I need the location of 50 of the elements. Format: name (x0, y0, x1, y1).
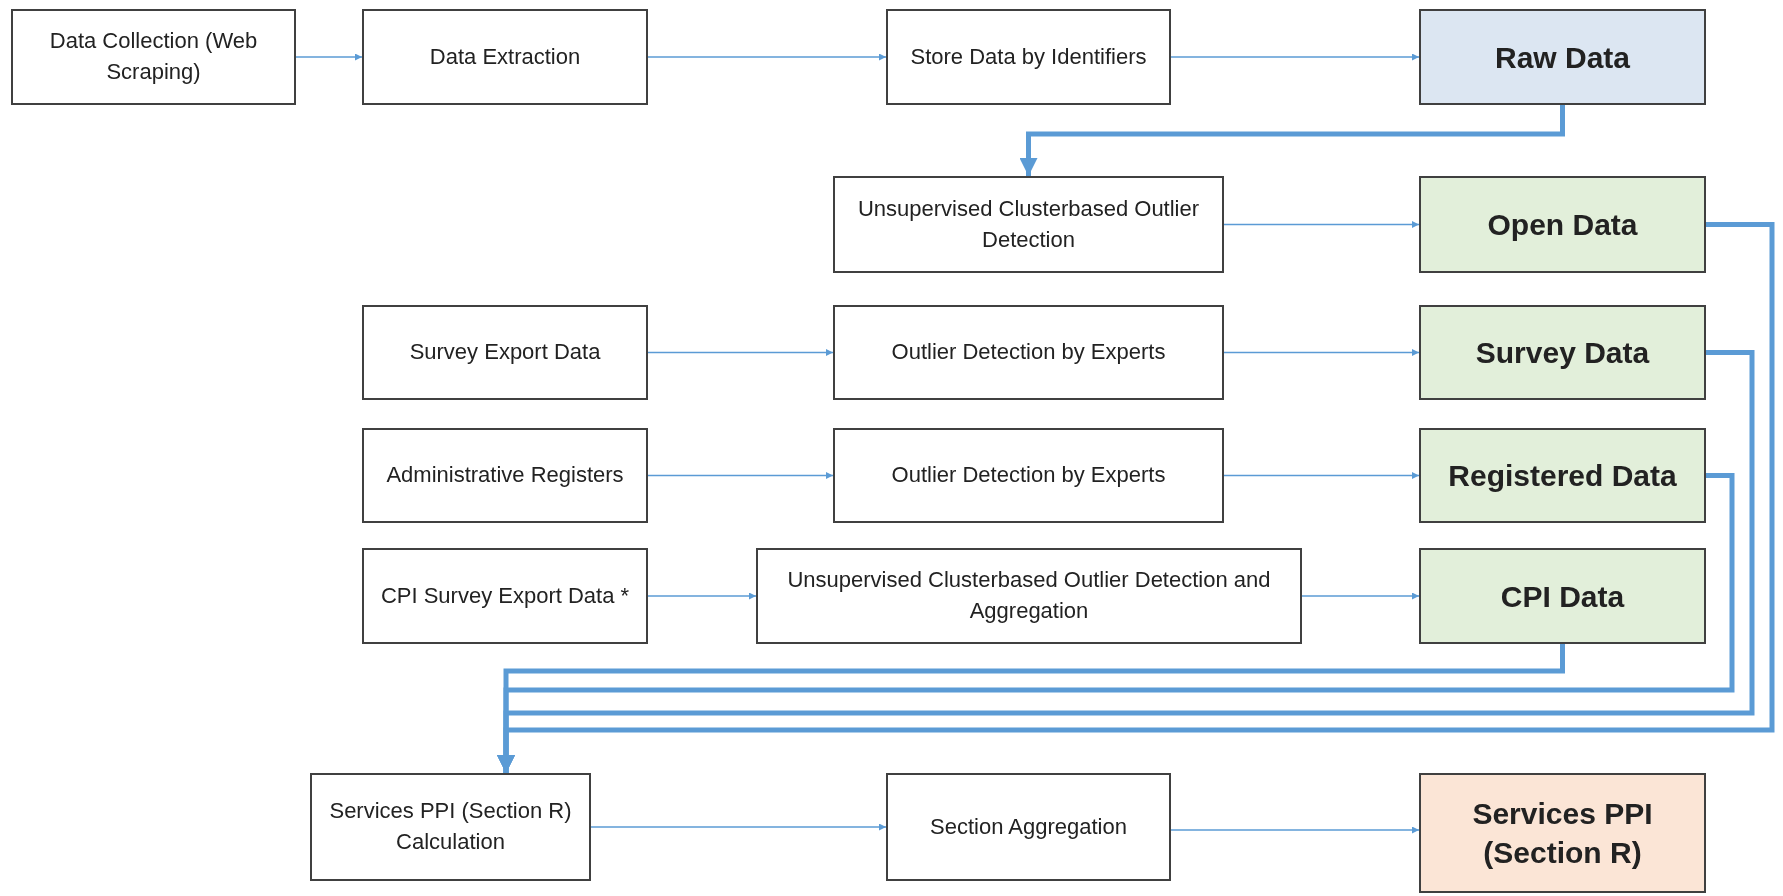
data-box (1419, 548, 1706, 644)
arrow (647, 592, 757, 600)
arrow (1223, 221, 1420, 228)
arrow (1223, 349, 1420, 356)
data-box (1419, 305, 1706, 400)
process-box (886, 773, 1171, 881)
arrow (1170, 826, 1420, 834)
process-box (833, 428, 1224, 523)
arrow (1301, 592, 1420, 600)
box-label: Unsupervised Clusterbased Outlier Detection (856, 194, 1201, 254)
box-label: Data Extraction (429, 42, 581, 71)
data-box (1419, 428, 1706, 523)
data-box (1419, 773, 1706, 893)
process-box (833, 305, 1224, 400)
box-label: Section Aggregation (930, 812, 1127, 841)
process-box (11, 9, 296, 105)
data-box (1419, 176, 1706, 273)
process-box (362, 305, 648, 400)
process-box (362, 9, 648, 105)
box-label: Open Data (1487, 207, 1638, 243)
data-box (1419, 9, 1706, 105)
process-box (756, 548, 1302, 644)
box-label: Services PPI (Section R) (1471, 796, 1654, 871)
arrow (1019, 105, 1565, 176)
process-box (833, 176, 1224, 273)
box-label: Services PPI (Section R) Calculation (328, 797, 573, 856)
arrow (647, 53, 887, 61)
box-label: Outlier Detection by Experts (891, 338, 1166, 367)
box-label: Store Data by Identifiers (910, 42, 1147, 71)
arrow (590, 823, 887, 831)
process-box (310, 773, 591, 881)
box-label: Administrative Registers (386, 461, 624, 490)
box-label: Unsupervised Clusterbased Outlier Detection and Aggregation (786, 566, 1272, 625)
process-box (362, 428, 648, 523)
process-box (362, 548, 648, 644)
box-label: Registered Data (1448, 458, 1677, 494)
arrow (1170, 53, 1420, 61)
box-label: Raw Data (1494, 39, 1630, 76)
arrow (295, 53, 363, 61)
box-label: Survey Export Data (409, 338, 601, 367)
box-label: Data Collection (Web Scraping) (48, 27, 259, 86)
box-label: Survey Data (1475, 335, 1650, 371)
process-box (886, 9, 1171, 105)
box-label: CPI Data (1500, 578, 1625, 615)
box-label: CPI Survey Export Data * (380, 581, 630, 610)
arrow (1223, 472, 1420, 479)
arrow (647, 472, 834, 479)
arrow (647, 349, 834, 356)
arrow (497, 644, 1565, 773)
box-label: Outlier Detection by Experts (891, 461, 1166, 490)
